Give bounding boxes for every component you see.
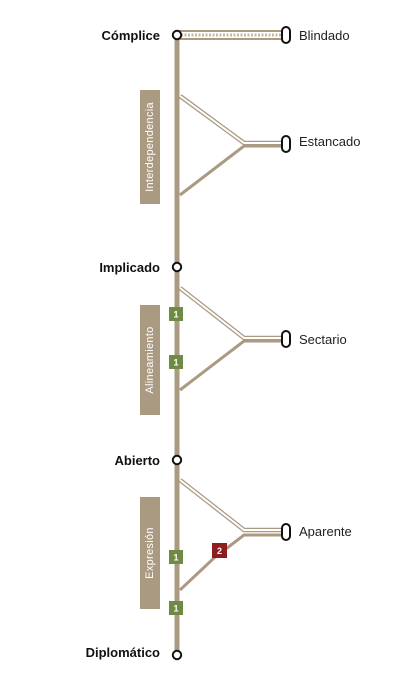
outcome-label-aparente: Aparente xyxy=(299,524,352,539)
stage-node-diplomatico xyxy=(171,649,183,661)
badge-green: 1 xyxy=(169,355,183,369)
phase-interdependencia: Interdependencia xyxy=(140,90,160,204)
outcome-node-sectario xyxy=(281,330,291,348)
phase-label: Alineamiento xyxy=(144,326,156,393)
outcome-node-estancado xyxy=(281,135,291,153)
stage-label-complice: Cómplice xyxy=(101,28,160,43)
phase-label: Interdependencia xyxy=(144,102,156,192)
phase-alineamiento: Alineamiento xyxy=(140,305,160,415)
connector-aparente xyxy=(178,478,282,592)
outcome-label-blindado: Blindado xyxy=(299,28,350,43)
svg-text:2: 2 xyxy=(217,546,222,556)
outcome-label-sectario: Sectario xyxy=(299,332,347,347)
stage-node-abierto xyxy=(171,454,183,466)
stage-node-implicado xyxy=(171,261,183,273)
outcome-label-estancado: Estancado xyxy=(299,134,360,149)
outcome-node-blindado xyxy=(281,26,291,44)
badge-green: 1 xyxy=(169,550,183,564)
badge-green: 1 xyxy=(169,307,183,321)
outcome-node-aparente xyxy=(281,523,291,541)
svg-text:1: 1 xyxy=(173,553,178,563)
svg-text:1: 1 xyxy=(173,310,178,320)
stage-node-complice xyxy=(171,29,183,41)
badge-green: 1 xyxy=(169,601,183,615)
phase-label: Expresión xyxy=(144,527,156,579)
svg-text:1: 1 xyxy=(173,604,178,614)
stage-label-abierto: Abierto xyxy=(115,453,161,468)
phase-expresion: Expresión xyxy=(140,497,160,609)
stage-label-implicado: Implicado xyxy=(99,260,160,275)
badge-red: 2 xyxy=(212,543,227,558)
connector-sectario xyxy=(178,286,282,392)
connector-blindado xyxy=(179,30,285,40)
connector-estancado xyxy=(178,94,282,197)
stage-label-diplomatico: Diplomático xyxy=(86,645,160,660)
svg-text:1: 1 xyxy=(173,358,178,368)
